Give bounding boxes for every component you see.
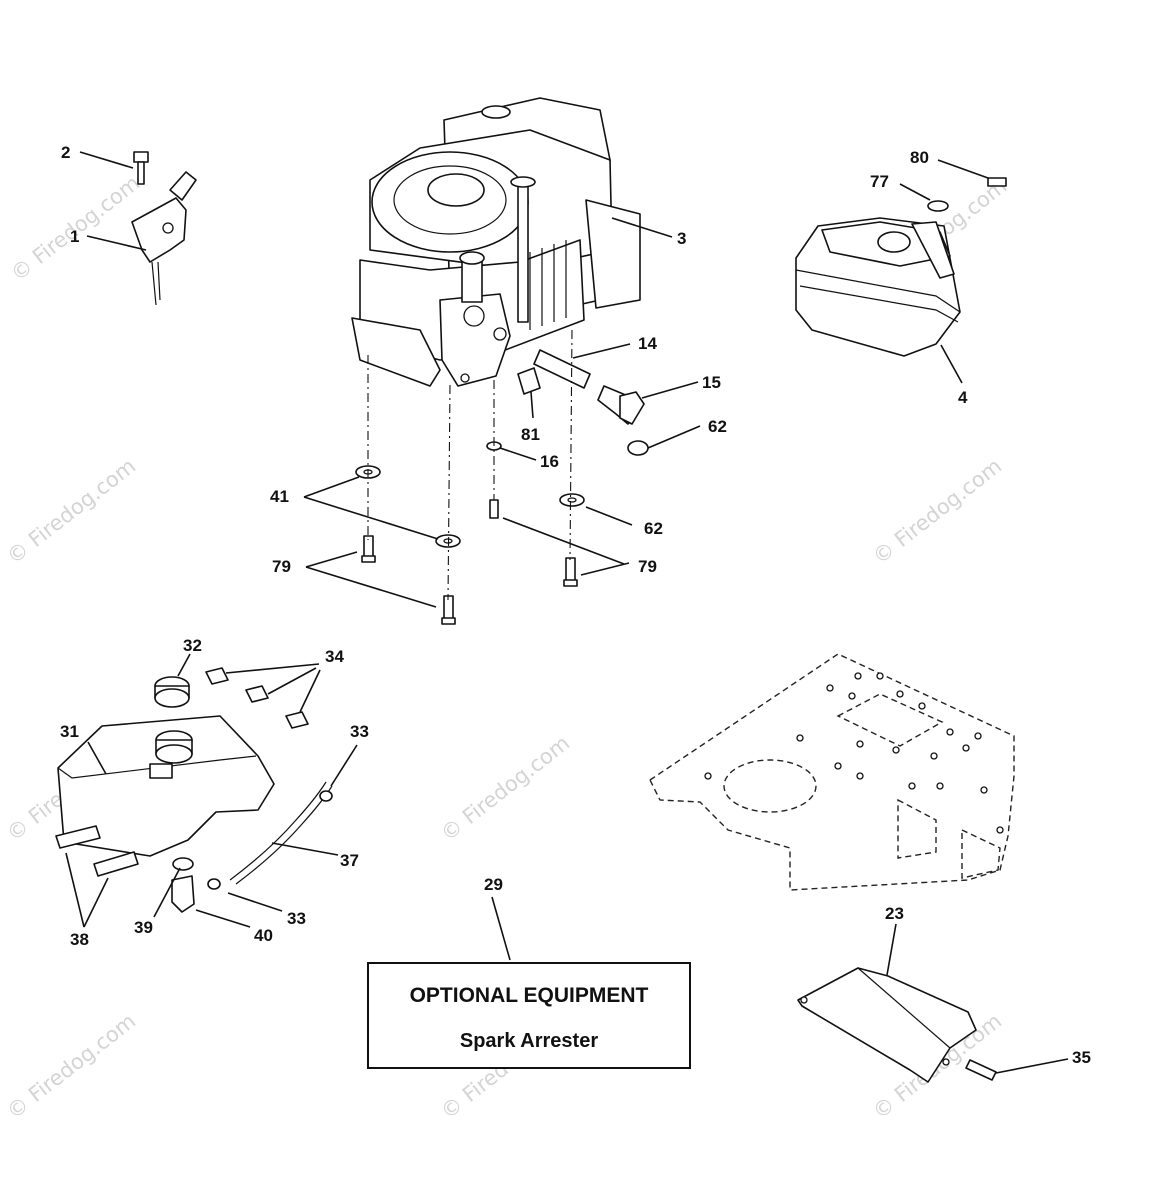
fittings-drawing (486, 349, 649, 456)
alignment-lines (367, 329, 573, 601)
optional-equipment-subtitle: Spark Arrester (460, 1030, 598, 1052)
callout-81: 81 (521, 425, 540, 444)
optional-equipment-box: OPTIONAL EQUIPMENT Spark Arrester (367, 962, 691, 1069)
leader-lines (65, 151, 1069, 1074)
muffler-drawing (795, 177, 1007, 357)
watermark-5: © Firedog.com (868, 454, 1006, 569)
washers-bolts-drawing (355, 465, 585, 625)
callout-14: 14 (638, 334, 657, 353)
watermark-9: © Firedog.com (2, 1009, 140, 1124)
callout-3: 3 (677, 229, 686, 248)
frame-plate-drawing (649, 653, 1015, 891)
callout-15: 15 (702, 373, 721, 392)
spark-arrester-drawing (55, 667, 333, 913)
callout-35: 35 (1072, 1048, 1091, 1067)
heat-shield-drawing (797, 967, 997, 1083)
watermark-2: © Firedog.com (2, 454, 140, 569)
callout-40: 39 (134, 918, 153, 937)
throttle-control-drawing (131, 151, 197, 306)
callout-37: 37 (340, 851, 359, 870)
callout-79-right: 79 (638, 557, 657, 576)
callout-34: 34 (325, 647, 344, 666)
callout-29: 29 (484, 875, 503, 894)
callout-62-left: 41 (270, 487, 289, 506)
watermark-7: © Firedog.com (436, 731, 574, 846)
callout-4: 4 (958, 388, 968, 407)
callout-labels: 2 1 3 14 15 62 81 16 80 77 4 41 62 79 79… (60, 143, 1091, 1067)
callout-31: 31 (60, 722, 79, 741)
callout-33-top: 33 (350, 722, 369, 741)
callout-1: 1 (70, 227, 79, 246)
callout-2: 2 (61, 143, 70, 162)
optional-equipment-frame (367, 962, 691, 1069)
callout-33-bottom: 33 (287, 909, 306, 928)
callout-80: 80 (910, 148, 929, 167)
callout-62-right: 62 (644, 519, 663, 538)
callout-23: 23 (885, 904, 904, 923)
callout-79-left: 79 (272, 557, 291, 576)
callout-38: 62 (708, 417, 727, 436)
callout-41: 40 (254, 926, 273, 945)
callout-32: 32 (183, 636, 202, 655)
engine-drawing (351, 97, 641, 387)
callout-77: 77 (870, 172, 889, 191)
callout-16: 16 (540, 452, 559, 471)
optional-equipment-title: OPTIONAL EQUIPMENT (410, 984, 649, 1007)
callout-39: 38 (70, 930, 89, 949)
